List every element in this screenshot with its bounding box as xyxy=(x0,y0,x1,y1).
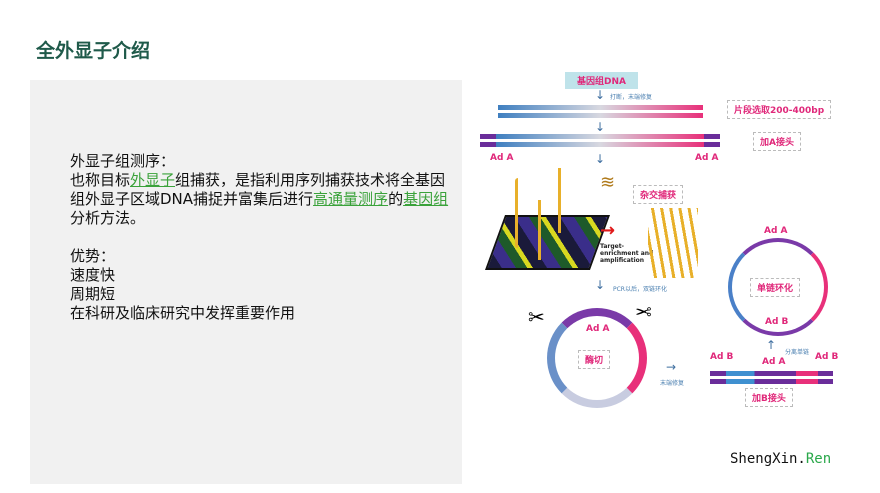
label-pcr: PCR以后，双链环化 xyxy=(613,286,667,293)
brand-watermark: ShengXin.Ren xyxy=(730,451,831,467)
advantage-item: 周期短 xyxy=(70,285,116,303)
capture-chip xyxy=(484,215,611,270)
label-break: 打断，末端修复 xyxy=(610,94,653,101)
arrow-down-icon: ↓ xyxy=(595,152,606,166)
exome-workflow-diagram: 基因组DNA ↓ 打断，末端修复 片段选取200-400bp ↓ 加A接头 Ad… xyxy=(470,60,870,440)
label-ad-a: Ad A xyxy=(490,153,514,163)
label-ad-b: Ad B xyxy=(710,352,734,362)
label-end-repair: 末端修复 xyxy=(660,380,685,387)
label-ad-a: Ad A xyxy=(695,153,719,163)
b-adapter-strand xyxy=(710,379,833,384)
brand-part1: ShengXin. xyxy=(730,451,806,467)
advantage-item: 速度快 xyxy=(70,266,116,284)
arrow-down-icon: ↓ xyxy=(595,120,606,134)
para-text: 也称目标 xyxy=(70,171,131,189)
link-ngs[interactable]: 高通量测序 xyxy=(313,190,389,208)
label-target-enrichment: Target-enrichment and amplification xyxy=(600,243,654,264)
probe xyxy=(558,168,564,233)
dna-strand xyxy=(498,113,703,118)
slide-title: 全外显子介绍 xyxy=(36,40,151,62)
probe xyxy=(515,178,521,248)
advantages-heading: 优势： xyxy=(70,247,116,265)
para-text: 组捕获，是指利用序列捕获技术将全基因组外显子区域DNA捕捉并富集后进行 xyxy=(70,171,446,208)
label-enzyme-cut: 酶切 xyxy=(578,350,611,369)
arrow-up-icon: ↑ xyxy=(766,338,777,352)
description-paragraph: 也称目标外显子组捕获，是指利用序列捕获技术将全基因组外显子区域DNA捕捉并富集后… xyxy=(70,171,455,228)
red-arrow-icon: → xyxy=(600,220,616,241)
label-ad-b: Ad B xyxy=(815,352,839,362)
adapter-strand xyxy=(480,142,720,147)
label-ad-a: Ad A xyxy=(764,226,788,236)
link-genome[interactable]: 基因组 xyxy=(403,190,449,208)
dna-fragment-icon: ≋ xyxy=(600,172,616,193)
arrow-down-icon: ↓ xyxy=(595,88,606,102)
label-add-b: 加B接头 xyxy=(745,388,793,407)
b-adapter-strand xyxy=(710,371,833,376)
arrow-right-icon: → xyxy=(666,360,677,374)
dna-strand xyxy=(498,105,703,110)
single-strand-ring xyxy=(728,238,828,336)
section-heading: 外显子组测序： xyxy=(70,152,176,170)
advantage-item: 在科研及临床研究中发挥重要作用 xyxy=(70,304,296,322)
scissors-icon: ✂ xyxy=(635,300,652,324)
label-add-a: 加A接头 xyxy=(753,132,801,151)
link-exon[interactable]: 外显子 xyxy=(130,171,176,189)
double-strand-ring xyxy=(547,308,647,408)
scissors-icon: ✂ xyxy=(528,305,545,329)
text-panel xyxy=(30,80,462,484)
description-block: 外显子组测序： 也称目标外显子组捕获，是指利用序列捕获技术将全基因组外显子区域D… xyxy=(70,152,455,323)
label-hybrid-capture: 杂交捕获 xyxy=(633,185,684,204)
label-genomic-dna: 基因组DNA xyxy=(565,72,638,89)
label-ad-a: Ad A xyxy=(762,357,786,367)
arrow-down-icon: ↓ xyxy=(595,278,606,292)
para-text: 分析方法。 xyxy=(70,209,146,227)
label-single-circularize: 单链环化 xyxy=(750,278,801,297)
label-separate: 分离单链 xyxy=(785,349,810,356)
label-ad-a: Ad A xyxy=(586,324,610,334)
label-ad-b: Ad B xyxy=(765,317,789,327)
captured-fragments xyxy=(648,208,698,278)
para-text: 的 xyxy=(388,190,404,208)
brand-part2: Ren xyxy=(805,451,832,467)
probe xyxy=(538,200,544,260)
adapter-strand xyxy=(480,134,720,139)
label-fragment-select: 片段选取200-400bp xyxy=(727,100,832,119)
